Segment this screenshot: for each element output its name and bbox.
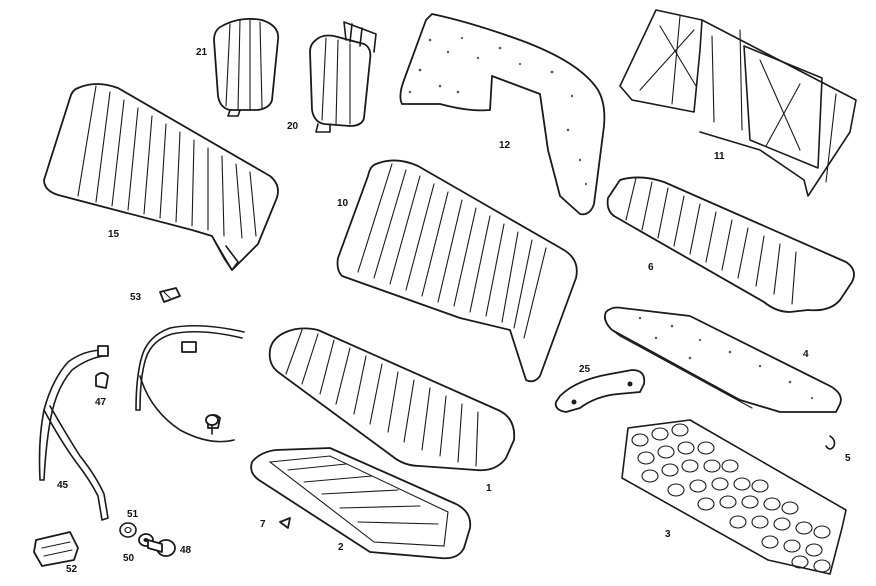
part-51-washer <box>119 522 137 538</box>
label-3: 3 <box>665 529 671 540</box>
label-45: 45 <box>57 480 69 491</box>
label-11: 11 <box>714 151 725 162</box>
part-5-hook <box>825 435 836 450</box>
label-25: 25 <box>579 364 591 375</box>
label-21: 21 <box>196 47 208 58</box>
part-2-seat-pan <box>250 447 472 560</box>
label-12: 12 <box>499 140 511 151</box>
seat-belt-center <box>135 324 245 443</box>
part-12-backrest-pad <box>399 13 606 216</box>
label-53: 53 <box>130 292 142 303</box>
label-1: 1 <box>486 483 492 494</box>
label-2: 2 <box>338 542 344 553</box>
label-5: 5 <box>845 453 851 464</box>
label-52: 52 <box>66 564 78 575</box>
part-25-grab-handle <box>554 369 646 413</box>
part-47-bracket <box>95 372 109 389</box>
label-10: 10 <box>337 198 349 209</box>
part-20-headrest <box>309 21 377 133</box>
part-11-seat-frame <box>619 9 857 197</box>
part-15-backrest <box>43 83 279 271</box>
label-4: 4 <box>803 349 809 360</box>
seat-belt-left <box>38 345 109 521</box>
part-52-buckle-housing <box>33 531 79 567</box>
label-20: 20 <box>287 121 299 132</box>
label-51: 51 <box>127 509 139 520</box>
label-47: 47 <box>95 397 107 408</box>
part-53-clip <box>159 287 181 303</box>
part-21-headrest <box>213 17 280 117</box>
label-7: 7 <box>260 519 266 530</box>
part-3-spring-unit <box>621 419 847 575</box>
part-labels: 21 20 12 11 15 10 6 53 4 25 47 1 5 45 51… <box>57 47 851 575</box>
part-1-seat-cushion <box>268 327 516 472</box>
label-15: 15 <box>108 229 120 240</box>
part-48-bolt <box>147 539 176 557</box>
belt-bolt <box>205 414 219 435</box>
label-48: 48 <box>180 545 192 556</box>
part-10-backrest <box>336 159 578 383</box>
part-6-seat-cushion <box>606 176 855 313</box>
part-4-seat-pad <box>603 306 842 413</box>
part-7-fastener <box>279 517 291 529</box>
label-50: 50 <box>123 553 135 564</box>
label-6: 6 <box>648 262 654 273</box>
